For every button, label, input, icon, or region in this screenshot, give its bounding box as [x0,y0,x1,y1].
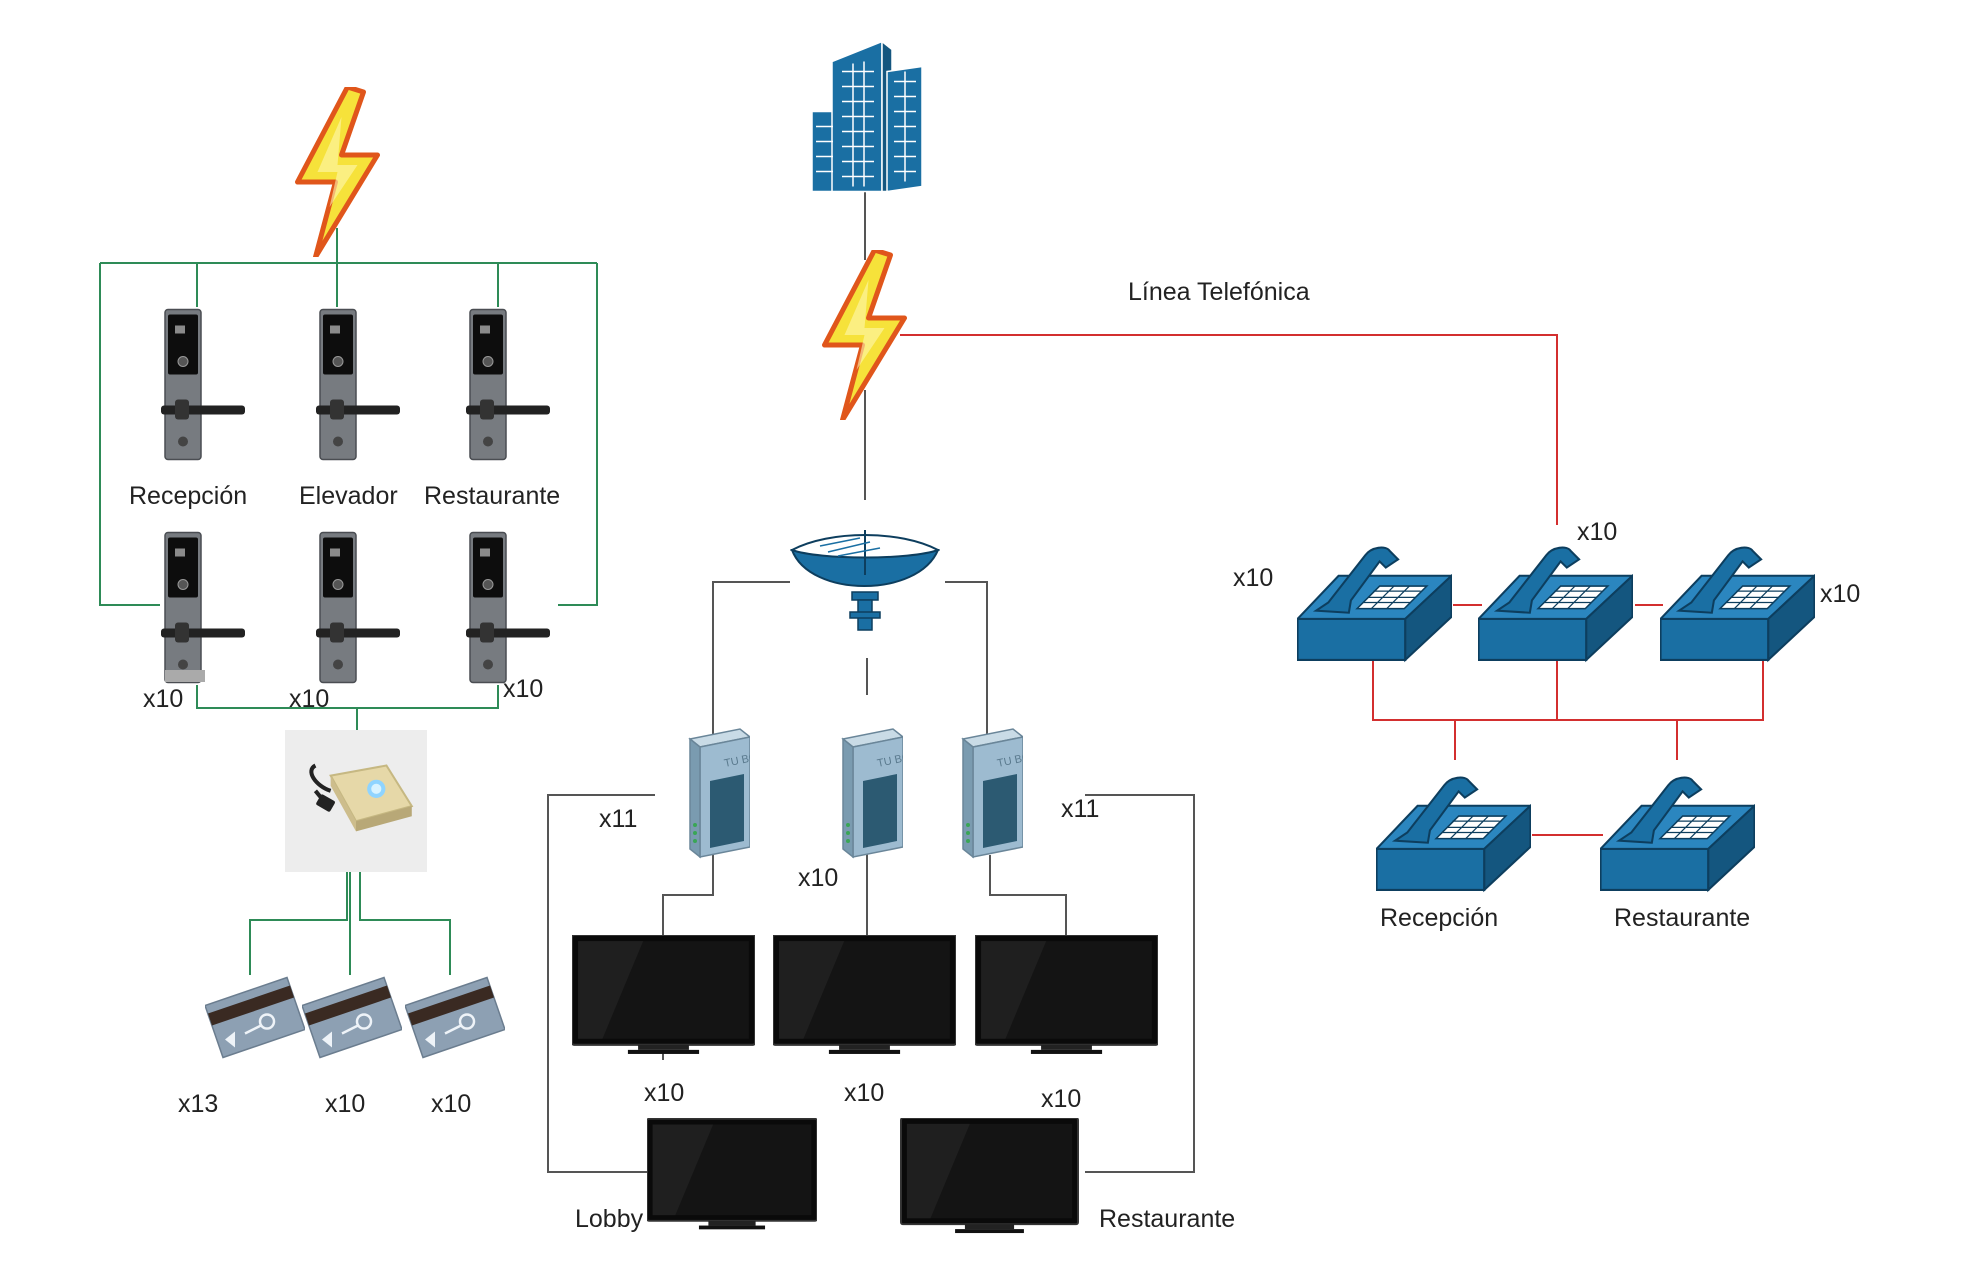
phone-count-2: x10 [1577,518,1618,546]
card-encoder-icon [285,730,427,872]
tv-box-count-right: x11 [1061,795,1100,823]
satellite-dish-icon [791,530,939,631]
door-lock-icon-restaurante [465,308,550,461]
television-icon-2 [773,935,956,1055]
tv-label-lobby: Lobby [575,1205,644,1233]
tv-network-connectors [547,192,1195,1173]
tv-box-count-left: x11 [599,805,638,833]
desk-telephone-icon-recepcion [1376,776,1531,891]
lock-label-recepcion: Recepción [129,482,248,510]
door-lock-icon-row2-3 [465,531,550,684]
phone-count-3: x10 [1820,580,1861,608]
door-lock-icon-row2-2 [315,531,400,684]
television-icon-lobby [647,1118,817,1231]
lock-base-plate [165,670,205,682]
desk-telephone-icon-1 [1297,546,1452,661]
door-lock-icon-row2-1 [160,531,245,684]
phone-line-connectors [900,334,1764,836]
television-icon-3 [975,935,1158,1055]
phone-label-restaurante: Restaurante [1614,904,1751,932]
lock-count-1: x10 [143,685,184,713]
lock-power-connectors [99,228,598,975]
desk-telephone-icon-3 [1660,546,1815,661]
lock-label-elevador: Elevador [299,482,398,510]
door-lock-icon-elevador [315,308,400,461]
card-count-3: x10 [431,1090,472,1118]
door-lock-icon-recepcion [160,308,245,461]
lock-count-3: x10 [503,675,544,703]
lock-label-restaurante: Restaurante [424,482,561,510]
tv-count-1: x10 [644,1079,685,1107]
key-card-icon-1 [205,976,305,1059]
tv-count-3: x10 [1041,1085,1082,1113]
tv-box-icon-left [689,728,750,858]
television-icon-1 [572,935,755,1055]
tv-count-2: x10 [844,1079,885,1107]
key-card-icon-2 [302,976,402,1059]
television-icon-restaurante [899,1118,1080,1235]
tv-label-restaurante: Restaurante [1099,1205,1236,1233]
key-card-icon-3 [405,976,505,1059]
desk-telephone-icon-2 [1478,546,1633,661]
desk-telephone-icon-restaurante [1600,776,1755,891]
phone-label-recepcion: Recepción [1380,904,1499,932]
phone-count-1: x10 [1233,564,1274,592]
phone-line-label: Línea Telefónica [1128,278,1310,306]
lock-count-2: x10 [289,685,330,713]
card-count-1: x13 [178,1090,219,1118]
tv-box-icon-center [842,728,903,858]
office-building-icon [812,40,922,193]
tv-box-icon-right [962,728,1023,858]
card-count-2: x10 [325,1090,366,1118]
tv-box-count-center: x10 [798,864,839,892]
